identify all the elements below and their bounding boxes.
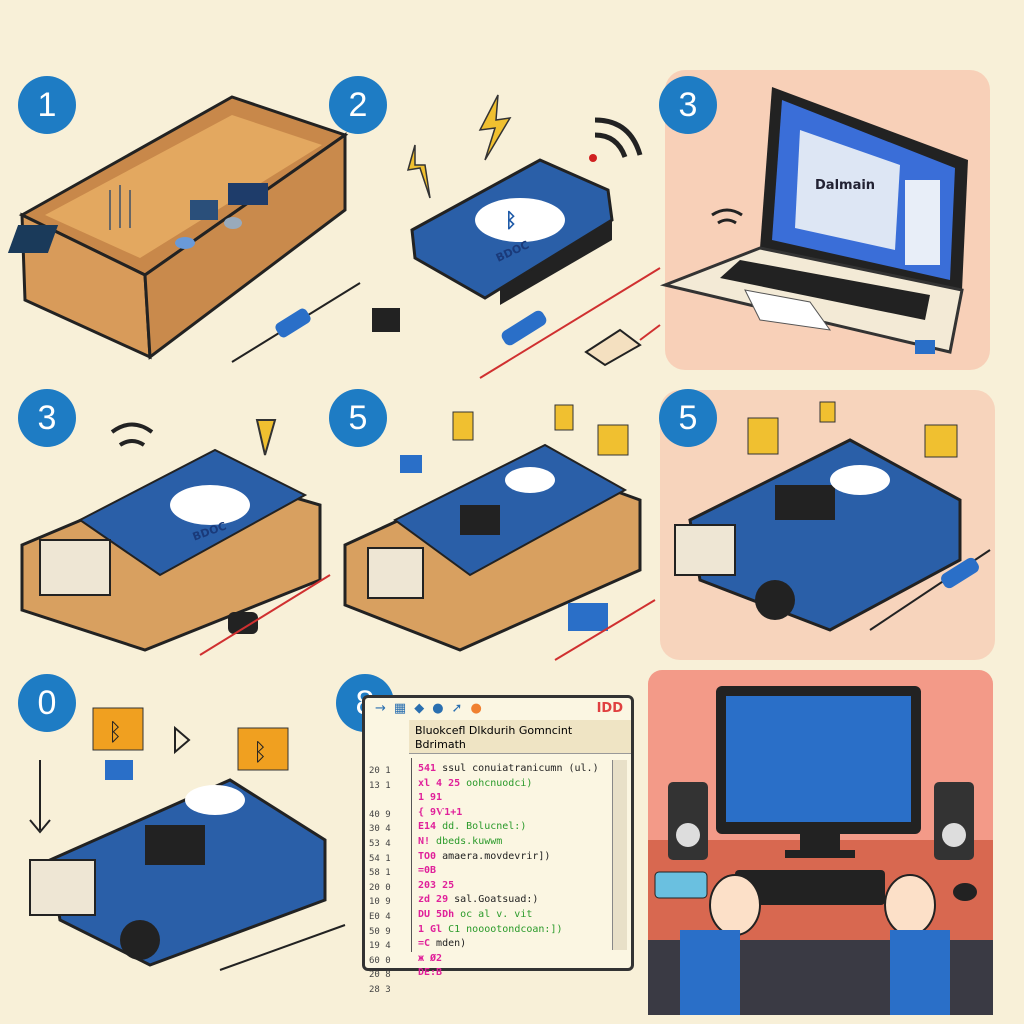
step-badge-7: 0 bbox=[18, 674, 76, 732]
code-line: =0B bbox=[418, 864, 603, 879]
line-number: 10 9 bbox=[369, 897, 391, 908]
line-number: 40 9 bbox=[369, 809, 391, 820]
code-keyword: { 9Ѵ1+1 bbox=[418, 806, 463, 818]
code-line: xl 4 25 oohcnuodci) bbox=[418, 777, 603, 792]
code-keyword: =C bbox=[418, 938, 431, 950]
line-number: 60 0 bbox=[369, 955, 391, 966]
step-badge-5: 5 bbox=[329, 389, 387, 447]
line-number: 53 4 bbox=[369, 838, 391, 849]
code-text: dbeds.kuwwm bbox=[436, 835, 503, 847]
code-text: oc al v. vit bbox=[460, 908, 533, 920]
code-keyword: =0B bbox=[418, 865, 437, 877]
laptop-screen-label: Dalmain bbox=[815, 178, 876, 193]
title-line-2: Bdrimath bbox=[415, 738, 466, 751]
line-number: 20 8 bbox=[369, 970, 391, 981]
code-keyword: zd 29 bbox=[418, 894, 449, 906]
svg-text:ᛒ: ᛒ bbox=[253, 738, 267, 766]
code-line: =C mden) bbox=[418, 937, 603, 952]
code-line: 203 25 bbox=[418, 879, 603, 894]
code-body[interactable]: 541 ssul conuiatranicumn (ul.) xl 4 25 oohc… bbox=[411, 758, 609, 978]
line-number: 20 1 bbox=[369, 766, 391, 776]
code-text: ssul conuiatranicumn (ul.) bbox=[442, 763, 599, 774]
title-line-1: Bluokcefl Dlkdurih Gomncint bbox=[415, 724, 573, 737]
record-icon[interactable]: ● bbox=[470, 700, 482, 716]
line-number bbox=[369, 793, 403, 808]
line-numbers: 20 1 13 1 40 9 30 4 53 4 54 1 58 1 20 0 10 9 E0 … bbox=[369, 764, 403, 998]
code-line: E14 dd. Bolucnel:) bbox=[418, 820, 603, 835]
code-line: zd 29 sal.Goatsuad:) bbox=[418, 893, 603, 908]
code-line: 1 91 bbox=[418, 791, 603, 806]
code-keyword: ж Ø2 bbox=[418, 952, 443, 964]
step-badge-2: 2 bbox=[329, 76, 387, 134]
editor-toolbar: → ▦ ◆ ● ➚ ● IDD bbox=[365, 698, 631, 718]
line-number: 28 3 bbox=[369, 984, 391, 995]
code-line: DE:B bbox=[418, 966, 603, 981]
code-text: oohcnuodci) bbox=[466, 777, 533, 789]
scrollbar[interactable] bbox=[612, 760, 627, 950]
code-text: dd. Bolucnel:) bbox=[442, 821, 527, 833]
code-keyword: N! bbox=[418, 835, 431, 847]
step-badge-4: 3 bbox=[18, 389, 76, 447]
code-line: 1 Gl C1 nooootondcoan:]) bbox=[418, 923, 603, 938]
arrow-icon[interactable]: → bbox=[375, 700, 386, 716]
code-editor-window: → ▦ ◆ ● ➚ ● IDD Bluokcefl Dlkdurih Gomnc… bbox=[362, 695, 634, 995]
code-keyword: TO0 bbox=[418, 850, 437, 862]
line-number: 20 0 bbox=[369, 882, 391, 893]
code-text: C1 nooootondcoan:]) bbox=[448, 923, 563, 935]
step-badge-3: 3 bbox=[659, 76, 717, 134]
code-text: mden) bbox=[436, 938, 467, 950]
code-line: TO0 amaera.movdevrir]) bbox=[418, 850, 603, 865]
code-text: amaera.movdevrir]) bbox=[442, 850, 551, 862]
code-keyword: 1 Gl bbox=[418, 923, 443, 935]
line-number: 50 9 bbox=[369, 926, 391, 937]
code-keyword: 541 bbox=[418, 763, 437, 774]
code-keyword: DE:B bbox=[418, 967, 443, 979]
line-number: E0 4 bbox=[369, 911, 391, 922]
code-keyword: 203 25 bbox=[418, 879, 455, 891]
step-badge-6: 5 bbox=[659, 389, 717, 447]
code-keyword: E14 bbox=[418, 821, 437, 833]
line-number: 58 1 bbox=[369, 868, 391, 879]
code-line: { 9Ѵ1+1 bbox=[418, 806, 603, 821]
line-number: 19 4 bbox=[369, 941, 391, 952]
toolbar-label: IDD bbox=[596, 700, 623, 716]
code-text: sal.Goatsuad:) bbox=[454, 894, 539, 906]
svg-text:ᛒ: ᛒ bbox=[108, 718, 122, 746]
code-keyword: xl 4 25 bbox=[418, 777, 461, 789]
code-keyword: 1 91 bbox=[418, 792, 443, 804]
upload-icon[interactable]: ➚ bbox=[451, 700, 463, 716]
step-badge-1: 1 bbox=[18, 76, 76, 134]
svg-text:ᛒ: ᛒ bbox=[505, 208, 517, 232]
code-line: N! dbeds.kuwwm bbox=[418, 835, 603, 850]
code-line: ж Ø2 bbox=[418, 952, 603, 967]
code-line: DU 5Dh oc al v. vit bbox=[418, 908, 603, 923]
line-number: 30 4 bbox=[369, 824, 391, 835]
grid-icon[interactable]: ▦ bbox=[393, 700, 407, 716]
code-keyword: DU 5Dh bbox=[418, 908, 455, 920]
editor-title: Bluokcefl Dlkdurih Gomncint Bdrimath bbox=[409, 720, 631, 754]
folder-icon[interactable]: ◆ bbox=[414, 700, 425, 716]
circle-icon[interactable]: ● bbox=[432, 700, 444, 716]
line-number: 13 1 bbox=[369, 780, 391, 791]
line-number: 54 1 bbox=[369, 853, 391, 864]
code-line: 541 ssul conuiatranicumn (ul.) bbox=[418, 762, 603, 777]
